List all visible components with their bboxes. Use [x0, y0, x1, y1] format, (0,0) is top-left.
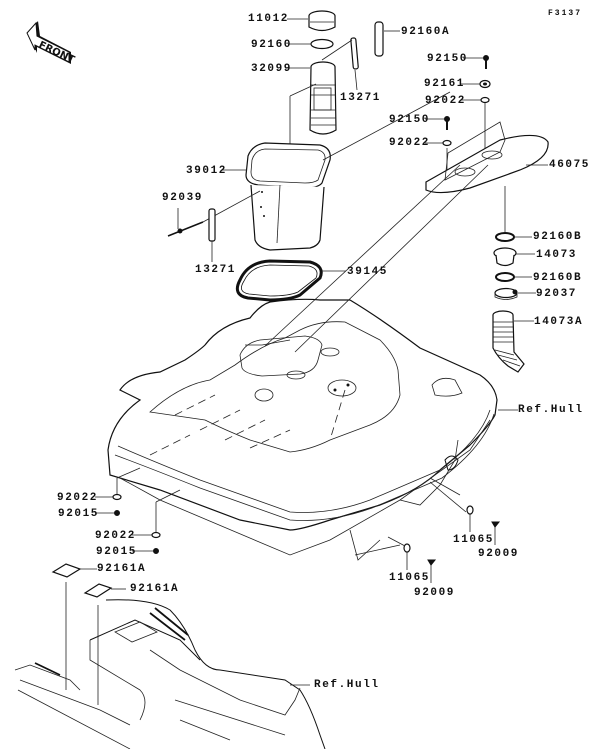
label-92160B-b: 92160B	[533, 272, 583, 284]
label-92022-d: 92022	[95, 530, 137, 542]
front-arrow-text: FRONT	[37, 40, 76, 66]
o-ring-92160B-a	[495, 232, 532, 242]
label-92161A-a: 92161A	[97, 563, 147, 575]
label-ref-hull-2: Ref.Hull	[314, 679, 380, 691]
label-92039: 92039	[162, 192, 204, 204]
label-11065-b: 11065	[389, 572, 431, 584]
label-92009-a: 92009	[478, 548, 520, 560]
nut-92015-b	[132, 548, 159, 554]
cap-11012	[287, 10, 336, 32]
label-92015-b: 92015	[96, 546, 138, 558]
label-11065-a: 11065	[453, 534, 495, 546]
o-ring-92160B-b	[495, 272, 532, 282]
label-14073A: 14073A	[534, 316, 584, 328]
fitting-14073	[493, 247, 535, 267]
grommet-11065-b	[387, 536, 411, 570]
o-ring-92160	[288, 38, 334, 50]
label-32099: 32099	[251, 63, 293, 75]
nut-92161	[460, 79, 491, 89]
label-13271-top: 13271	[340, 92, 382, 104]
label-92015-a: 92015	[58, 508, 100, 520]
screw-92009-b	[427, 559, 437, 583]
label-92161: 92161	[424, 78, 466, 90]
label-13271-low: 13271	[195, 264, 237, 276]
bolt-92150-b	[425, 116, 450, 130]
hose-14073A	[492, 310, 534, 373]
figure-code: F3137	[548, 9, 583, 18]
strap-13271-low	[208, 208, 216, 262]
washer-92022-d	[132, 489, 181, 539]
hull-lower-view	[14, 599, 326, 749]
hull-deck	[107, 164, 518, 561]
label-92160B-a: 92160B	[533, 231, 583, 243]
label-92022-b: 92022	[389, 137, 431, 149]
label-92150-a: 92150	[427, 53, 469, 65]
nut-92015-a	[95, 510, 120, 516]
label-92037: 92037	[536, 288, 578, 300]
label-14073: 14073	[536, 249, 578, 261]
screw-92009-a	[491, 521, 501, 545]
washer-92022-c	[95, 467, 141, 501]
label-92022-a: 92022	[425, 95, 467, 107]
bucket-39012	[222, 91, 451, 251]
label-92009-b: 92009	[414, 587, 456, 599]
handle-46075	[425, 121, 549, 225]
grommet-11065-a	[466, 505, 474, 532]
label-92150-b: 92150	[389, 114, 431, 126]
decal-92161A-b	[83, 583, 126, 705]
bolt-92150-a	[463, 55, 489, 69]
label-39145: 39145	[347, 266, 389, 278]
label-92160: 92160	[251, 39, 293, 51]
label-ref-hull-1: Ref.Hull	[518, 404, 584, 416]
clamp-92037	[494, 287, 536, 300]
label-11012: 11012	[248, 13, 290, 25]
strap-13271-top	[321, 37, 359, 91]
decal-92161A-a	[51, 563, 97, 690]
label-39012: 39012	[186, 165, 228, 177]
strip-92160A	[374, 21, 400, 57]
front-arrow-icon: FRONT	[26, 21, 76, 66]
label-92160A: 92160A	[401, 26, 451, 38]
pipe-32099	[285, 61, 337, 165]
label-46075: 46075	[549, 159, 591, 171]
label-92022-c: 92022	[57, 492, 99, 504]
label-92161A-b: 92161A	[130, 583, 180, 595]
